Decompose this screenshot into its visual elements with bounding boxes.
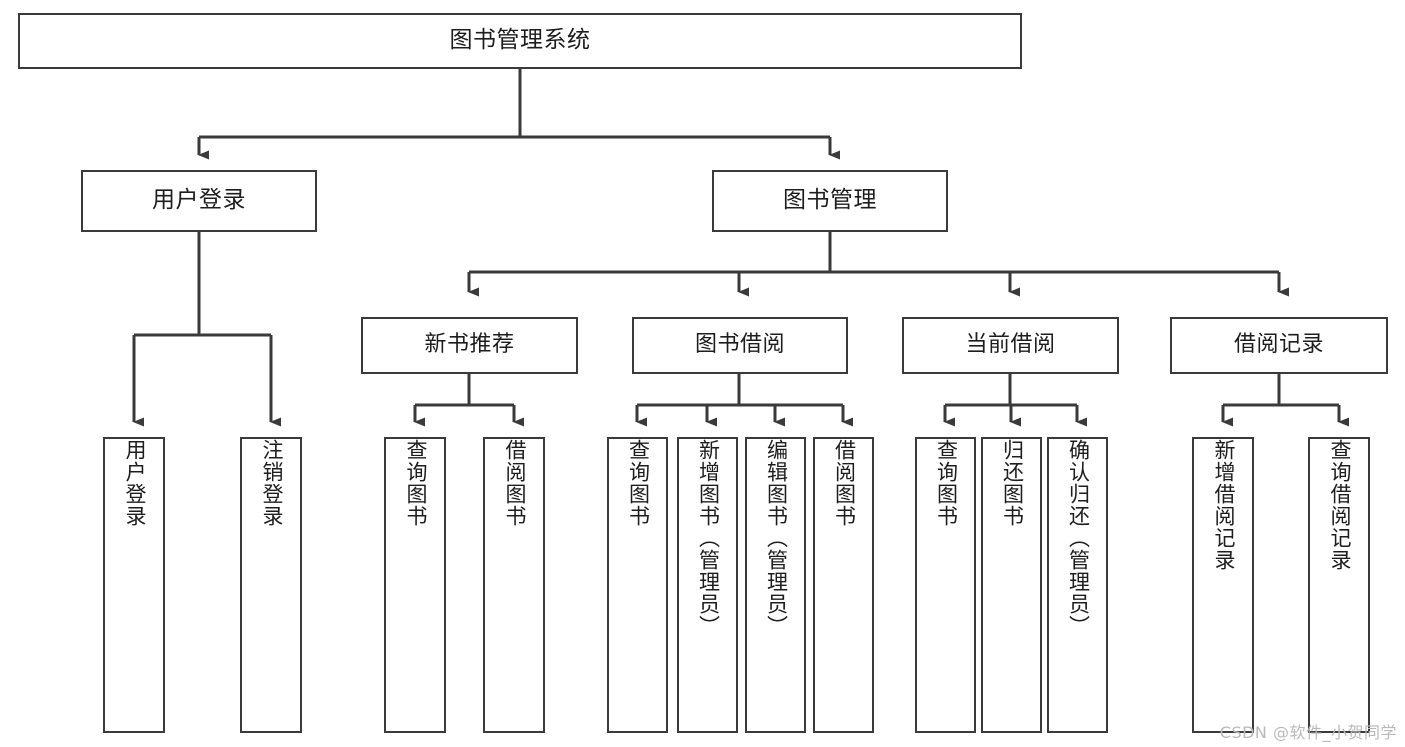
node-leaf-logout-login-label: 注销登录 bbox=[259, 439, 284, 527]
node-new-book-recommend-label: 新书推荐 bbox=[424, 332, 515, 358]
node-leaf-borrow-book-2-label: 借阅图书 bbox=[832, 439, 857, 527]
node-leaf-query-book-3[interactable]: 查询图书 bbox=[915, 437, 976, 733]
csdn-watermark: CSDN @软件_小贺同学 bbox=[1219, 723, 1397, 742]
node-leaf-query-book-1-label: 查询图书 bbox=[403, 439, 428, 527]
node-leaf-edit-book-label: 编辑图书（管理员） bbox=[764, 439, 789, 637]
node-root-label: 图书管理系统 bbox=[449, 27, 591, 54]
node-book-borrow[interactable]: 图书借阅 bbox=[632, 317, 848, 374]
node-current-borrow-label: 当前借阅 bbox=[965, 332, 1056, 358]
node-root[interactable]: 图书管理系统 bbox=[18, 13, 1022, 69]
node-current-borrow[interactable]: 当前借阅 bbox=[902, 317, 1119, 374]
node-leaf-query-book-2[interactable]: 查询图书 bbox=[607, 437, 668, 733]
node-leaf-edit-book[interactable]: 编辑图书（管理员） bbox=[745, 437, 806, 733]
node-leaf-add-book-label: 新增图书（管理员） bbox=[696, 439, 721, 637]
node-leaf-user-login-label: 用户登录 bbox=[122, 439, 147, 527]
node-leaf-confirm-return[interactable]: 确认归还（管理员） bbox=[1047, 437, 1108, 733]
node-leaf-logout-login[interactable]: 注销登录 bbox=[240, 437, 302, 733]
node-leaf-query-book-1[interactable]: 查询图书 bbox=[384, 437, 446, 733]
node-leaf-add-record[interactable]: 新增借阅记录 bbox=[1192, 437, 1254, 733]
node-leaf-query-book-3-label: 查询图书 bbox=[934, 439, 959, 527]
node-leaf-confirm-return-label: 确认归还（管理员） bbox=[1066, 439, 1091, 637]
node-leaf-add-record-label: 新增借阅记录 bbox=[1211, 439, 1236, 571]
node-leaf-user-login[interactable]: 用户登录 bbox=[103, 437, 165, 733]
node-book-borrow-label: 图书借阅 bbox=[694, 332, 785, 358]
node-new-book-recommend[interactable]: 新书推荐 bbox=[361, 317, 578, 374]
node-leaf-query-book-2-label: 查询图书 bbox=[626, 439, 651, 527]
node-book-management[interactable]: 图书管理 bbox=[712, 170, 948, 232]
node-leaf-return-book[interactable]: 归还图书 bbox=[981, 437, 1042, 733]
node-leaf-query-record-label: 查询借阅记录 bbox=[1327, 439, 1352, 571]
node-borrow-record[interactable]: 借阅记录 bbox=[1170, 317, 1388, 374]
node-leaf-return-book-label: 归还图书 bbox=[1000, 439, 1025, 527]
node-leaf-borrow-book-1-label: 借阅图书 bbox=[502, 439, 527, 527]
node-leaf-query-record[interactable]: 查询借阅记录 bbox=[1308, 437, 1370, 733]
node-leaf-borrow-book-1[interactable]: 借阅图书 bbox=[483, 437, 545, 733]
node-leaf-add-book[interactable]: 新增图书（管理员） bbox=[677, 437, 738, 733]
node-book-management-label: 图书管理 bbox=[783, 187, 877, 214]
node-leaf-borrow-book-2[interactable]: 借阅图书 bbox=[813, 437, 874, 733]
node-borrow-record-label: 借阅记录 bbox=[1233, 332, 1324, 358]
node-user-login[interactable]: 用户登录 bbox=[81, 170, 317, 232]
node-user-login-label: 用户登录 bbox=[152, 187, 246, 214]
